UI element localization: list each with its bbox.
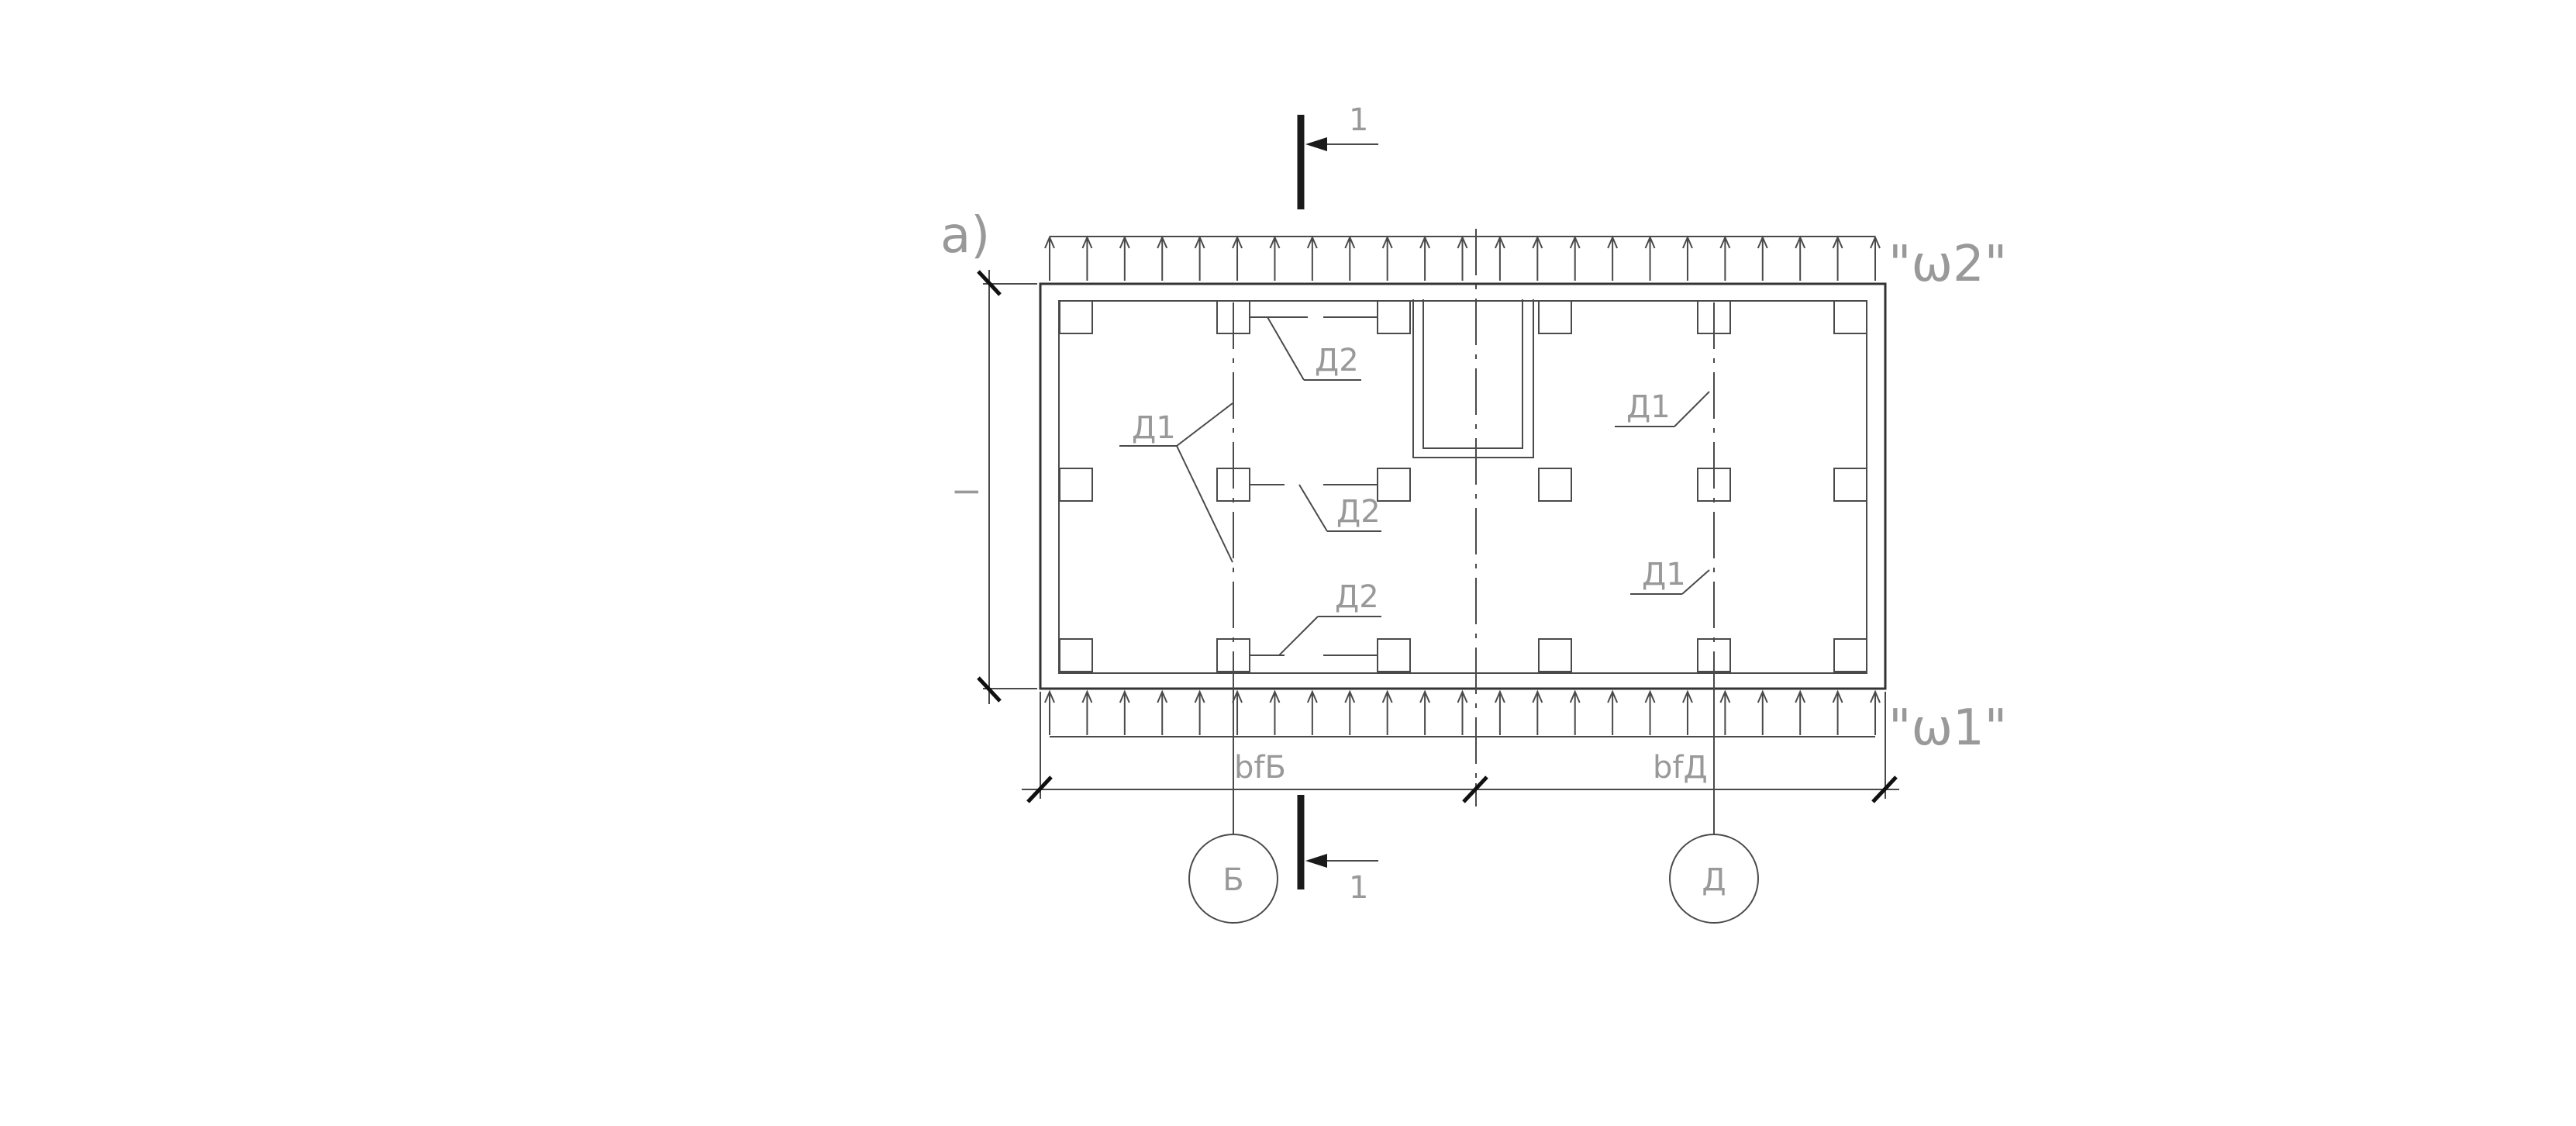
callout-leader — [1267, 316, 1305, 381]
axis-lines — [1233, 229, 1715, 834]
callout-label-d1: Д1 — [1626, 389, 1671, 425]
figure-label: a) — [940, 207, 990, 264]
axis-bubble-b — [1188, 834, 1278, 924]
slab-outer-edge — [1039, 282, 1887, 690]
slab-inner-edge — [1058, 300, 1867, 674]
axis-label-d: Д — [1702, 862, 1726, 898]
stair-opening — [1412, 299, 1534, 458]
section-arrow-head — [1305, 137, 1327, 151]
column — [1059, 468, 1093, 502]
column — [1833, 468, 1867, 502]
callout-label-d2: Д2 — [1336, 494, 1381, 530]
axis-marker-d: Д — [1669, 834, 1759, 924]
axis-bubble-d — [1669, 834, 1759, 924]
callout-label-d2: Д2 — [1315, 343, 1359, 378]
load-top-arrows — [1044, 235, 1881, 281]
column — [1377, 468, 1411, 502]
beam-callouts: Д1 Д2 Д2 Д2 Д1 Д1 — [1119, 316, 1710, 656]
section-label-top: 1 — [1349, 102, 1368, 138]
column — [1059, 300, 1093, 334]
dim-label-left: l — [950, 488, 986, 496]
dim-tick — [977, 676, 1002, 703]
columns — [1059, 300, 1867, 672]
dim-label-b-left: bfБ — [1234, 750, 1286, 786]
slab-outline — [1039, 282, 1887, 690]
callout-leader — [1674, 391, 1710, 427]
load-label-top: "ω2" — [1888, 236, 2007, 293]
section-marker-bottom: 1 — [1297, 795, 1378, 906]
opening-inner — [1422, 299, 1523, 449]
section-marker-top: 1 — [1297, 102, 1378, 209]
column — [1833, 300, 1867, 334]
section-label-bottom: 1 — [1349, 870, 1368, 906]
load-label-bottom: "ω1" — [1888, 699, 2007, 757]
callout-leader — [1278, 616, 1319, 656]
callout-label-d1: Д1 — [1132, 410, 1176, 446]
callout-leader — [1176, 445, 1233, 563]
callout-label-d1: Д1 — [1642, 557, 1686, 592]
column — [1538, 638, 1572, 672]
callout-leader — [1298, 484, 1328, 532]
column — [1377, 300, 1411, 334]
beam-marks — [1250, 316, 1378, 656]
column — [1833, 638, 1867, 672]
column — [1538, 300, 1572, 334]
callout-leader — [1681, 569, 1710, 595]
load-bottom-arrows — [1044, 689, 1881, 735]
axis-label-b: Б — [1222, 862, 1243, 898]
column — [1059, 638, 1093, 672]
callout-label-d2: Д2 — [1335, 579, 1379, 615]
column — [1538, 468, 1572, 502]
dimension-left: l — [950, 270, 1037, 704]
dim-tick — [1462, 775, 1488, 803]
dimension-bottom: bfБ bfД — [1022, 692, 1899, 803]
section-arrow-head — [1305, 854, 1327, 868]
dim-label-b-right: bfД — [1653, 750, 1708, 786]
axis-marker-b: Б — [1188, 834, 1278, 924]
dim-tick — [977, 270, 1002, 296]
opening-outer — [1412, 299, 1534, 458]
callout-leader — [1176, 402, 1233, 447]
column — [1377, 638, 1411, 672]
load-top — [1044, 235, 1881, 281]
dim-tick — [1026, 775, 1053, 803]
load-bottom — [1044, 689, 1881, 737]
dim-tick — [1871, 775, 1898, 803]
